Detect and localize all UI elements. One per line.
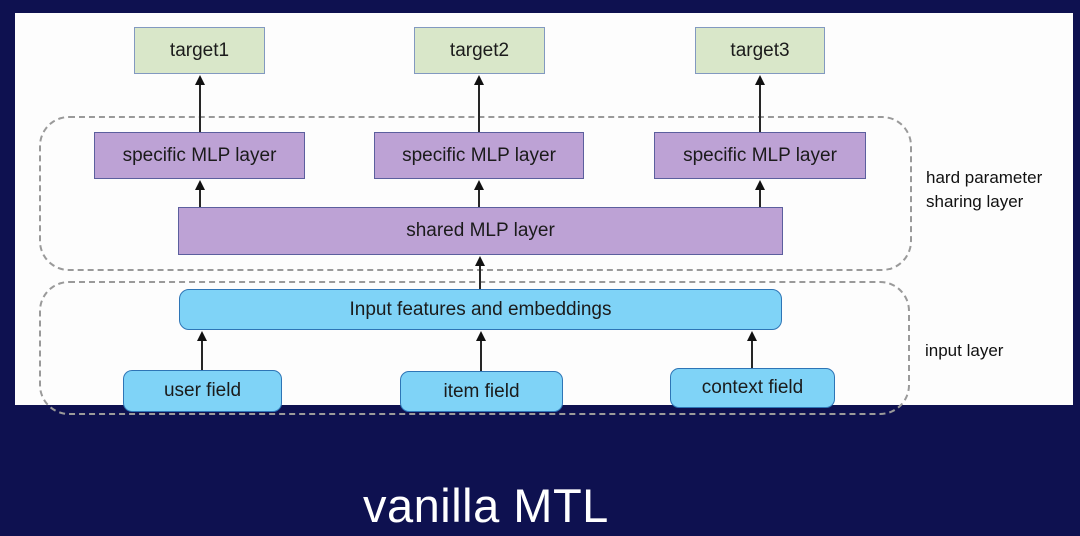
node-input-features-label: Input features and embeddings: [349, 298, 612, 320]
node-specific-mlp-3-label: specific MLP layer: [683, 144, 837, 166]
arrow-line: [479, 259, 481, 289]
arrow-head-up-icon: [747, 331, 757, 341]
arrow-line: [478, 78, 480, 132]
label-hard-parameter-sharing: hard parameter sharing layer: [926, 168, 1043, 211]
node-shared-mlp: shared MLP layer: [178, 207, 783, 255]
caption-vanilla-mtl: vanilla MTL: [363, 479, 609, 532]
label-input-layer: input layer: [925, 341, 1004, 360]
node-specific-mlp-1-label: specific MLP layer: [122, 144, 277, 166]
arrow-line: [478, 183, 480, 207]
node-shared-mlp-label: shared MLP layer: [406, 220, 555, 241]
node-specific-mlp-1: specific MLP layer: [94, 132, 305, 179]
arrow-head-up-icon: [197, 331, 207, 341]
arrow-head-up-icon: [476, 331, 486, 341]
node-specific-mlp-3: specific MLP layer: [654, 132, 866, 179]
node-target2: target2: [414, 27, 545, 74]
arrow-head-up-icon: [475, 256, 485, 266]
node-target3: target3: [695, 27, 825, 74]
node-item-field-label: item field: [443, 380, 520, 402]
arrow-head-up-icon: [195, 180, 205, 190]
arrow-line: [759, 78, 761, 132]
node-target1-label: target1: [169, 39, 230, 61]
node-item-field: item field: [400, 371, 563, 412]
arrow-head-up-icon: [755, 180, 765, 190]
node-specific-mlp-2: specific MLP layer: [374, 132, 584, 179]
arrow-line: [480, 334, 482, 371]
arrow-line: [199, 78, 201, 132]
hard-parameter-sharing-group: [39, 116, 912, 271]
input-layer-group: [39, 281, 910, 415]
node-user-field-label: user field: [163, 380, 242, 401]
diagram-canvas: target1 target2 target3 specific MLP lay…: [15, 13, 1073, 415]
arrow-head-up-icon: [195, 75, 205, 85]
node-user-field: user field: [123, 370, 282, 412]
arrow-head-up-icon: [755, 75, 765, 85]
arrow-line: [201, 334, 203, 370]
node-target3-label: target3: [730, 39, 790, 61]
node-target1: target1: [134, 27, 265, 74]
node-target2-label: target2: [449, 39, 510, 61]
node-input-features: Input features and embeddings: [179, 289, 782, 330]
node-context-field: context field: [670, 368, 835, 408]
arrow-head-up-icon: [474, 180, 484, 190]
arrow-head-up-icon: [474, 75, 484, 85]
arrow-line: [199, 183, 201, 207]
node-context-field-label: context field: [701, 377, 804, 398]
arrow-line: [759, 183, 761, 207]
arrow-line: [751, 334, 753, 368]
node-specific-mlp-2-label: specific MLP layer: [402, 144, 556, 166]
